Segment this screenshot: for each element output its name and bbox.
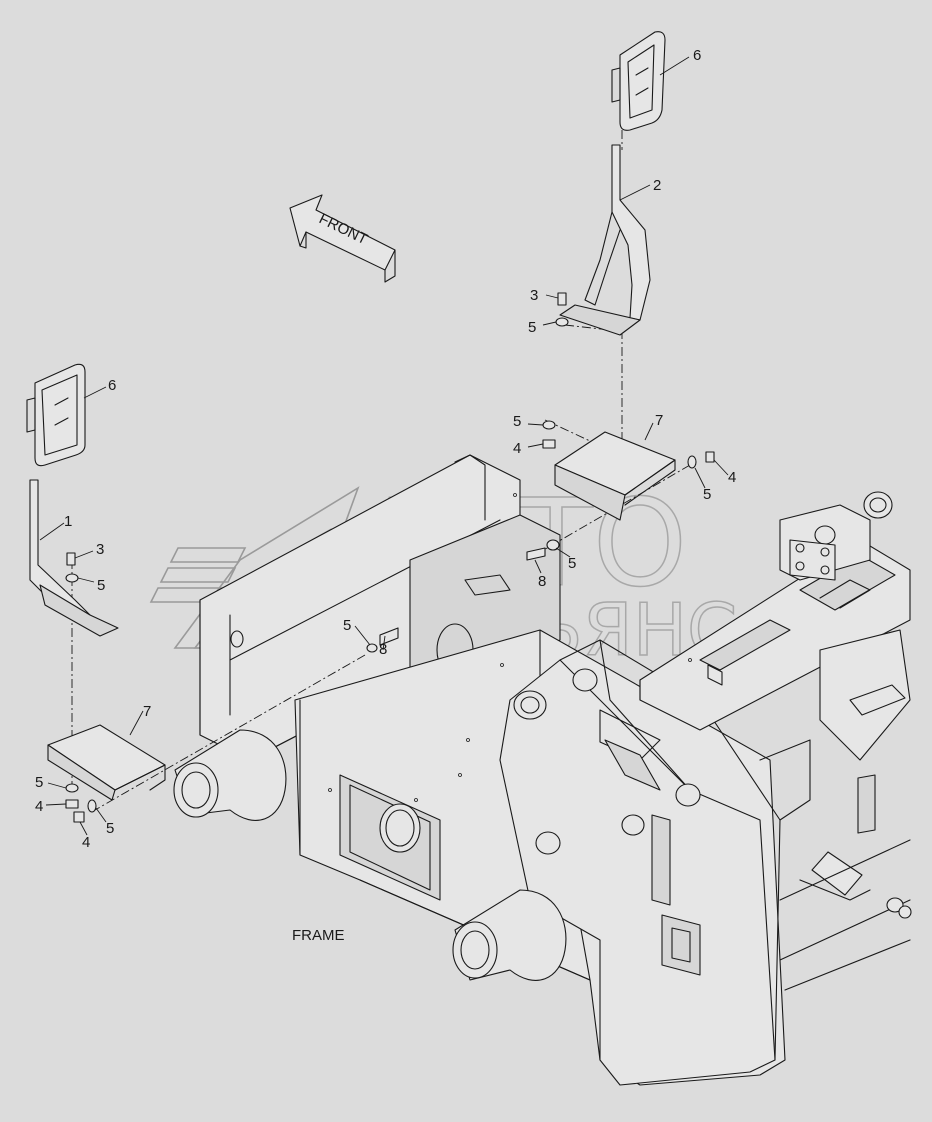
callout-6-left: 6 xyxy=(108,377,116,394)
callout-7-right: 7 xyxy=(655,412,663,429)
callout-4-right-b: 4 xyxy=(728,469,736,486)
left-mirror-assembly xyxy=(26,363,166,823)
callout-6-right: 6 xyxy=(693,47,701,64)
fasteners-right xyxy=(366,292,715,653)
frame-body xyxy=(199,454,912,1086)
lower-pivot-boss xyxy=(452,889,567,981)
callout-4-left-b: 4 xyxy=(82,834,90,851)
plate-right xyxy=(554,431,676,521)
callout-4-right-a: 4 xyxy=(513,440,521,457)
callout-5-center: 5 xyxy=(343,617,351,634)
callout-5-right-b: 5 xyxy=(513,413,521,430)
callout-8-center: 8 xyxy=(379,641,387,658)
callout-1: 1 xyxy=(64,513,72,530)
callout-5-left-b: 5 xyxy=(35,774,43,791)
callout-4-left-a: 4 xyxy=(35,798,43,815)
callout-5-right-c: 5 xyxy=(703,486,711,503)
callout-3-right: 3 xyxy=(530,287,538,304)
callouts: 6 2 3 5 7 5 4 4 5 5 8 6 1 3 5 5 8 7 5 4 … xyxy=(35,47,736,851)
right-mirror-assembly xyxy=(366,31,715,653)
callout-5-left-c: 5 xyxy=(106,820,114,837)
front-direction-arrow: FRONT xyxy=(289,194,396,283)
callout-3-left: 3 xyxy=(96,541,104,558)
plate-left xyxy=(47,724,166,801)
callout-leaders xyxy=(39,56,729,836)
callout-2: 2 xyxy=(653,177,661,194)
left-pivot-boss xyxy=(173,729,287,821)
callout-8-right: 8 xyxy=(538,573,546,590)
bracket-arm-left xyxy=(29,479,119,637)
mirror-right xyxy=(611,31,666,131)
mirror-left xyxy=(26,363,86,467)
callout-5-left-a: 5 xyxy=(97,577,105,594)
frame-caption: FRAME xyxy=(292,927,345,944)
callout-5-right-d: 5 xyxy=(568,555,576,572)
callout-7-left: 7 xyxy=(143,703,151,720)
callout-5-right-a: 5 xyxy=(528,319,536,336)
bracket-arm-right xyxy=(559,144,651,336)
